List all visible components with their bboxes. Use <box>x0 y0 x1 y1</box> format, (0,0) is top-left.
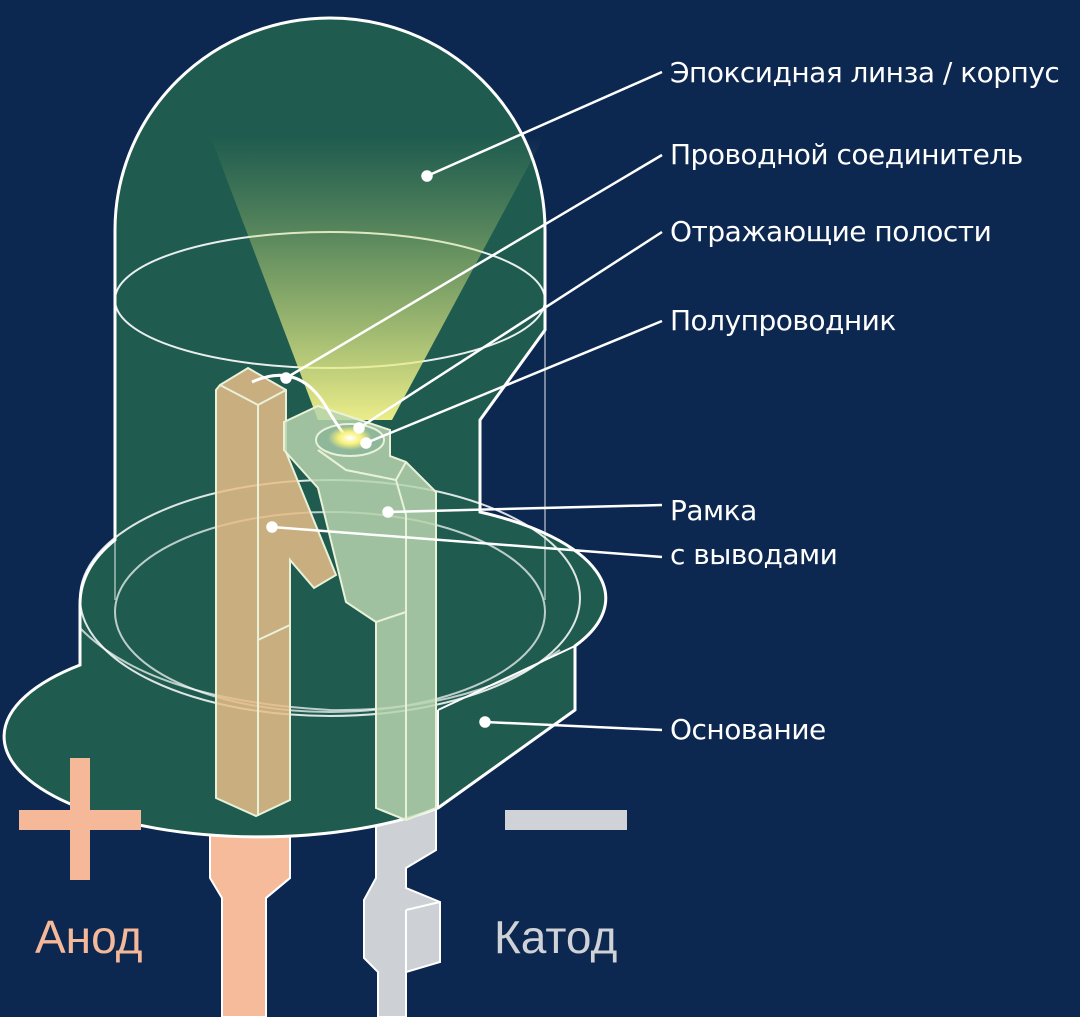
label-semiconductor: Полупроводник <box>670 304 896 337</box>
leader-lines <box>266 70 663 732</box>
cathode-lead-outer <box>363 807 441 1017</box>
label-lead-frame-line1: Рамка <box>670 494 757 527</box>
label-base: Основание <box>670 713 826 746</box>
anode-label: Анод <box>35 911 143 963</box>
label-reflective-cavity: Отражающие полости <box>670 215 992 248</box>
light-beam <box>210 135 545 420</box>
label-lead-frame-line2: с выводами <box>670 538 838 571</box>
minus-sign <box>505 810 627 830</box>
label-epoxy-lens: Эпоксидная линза / корпус <box>670 56 1060 89</box>
label-wire-bond: Проводной соединитель <box>670 138 1023 171</box>
anode-lead-inner <box>215 366 338 818</box>
plus-sign <box>19 758 141 880</box>
cathode-label: Катод <box>494 911 618 963</box>
